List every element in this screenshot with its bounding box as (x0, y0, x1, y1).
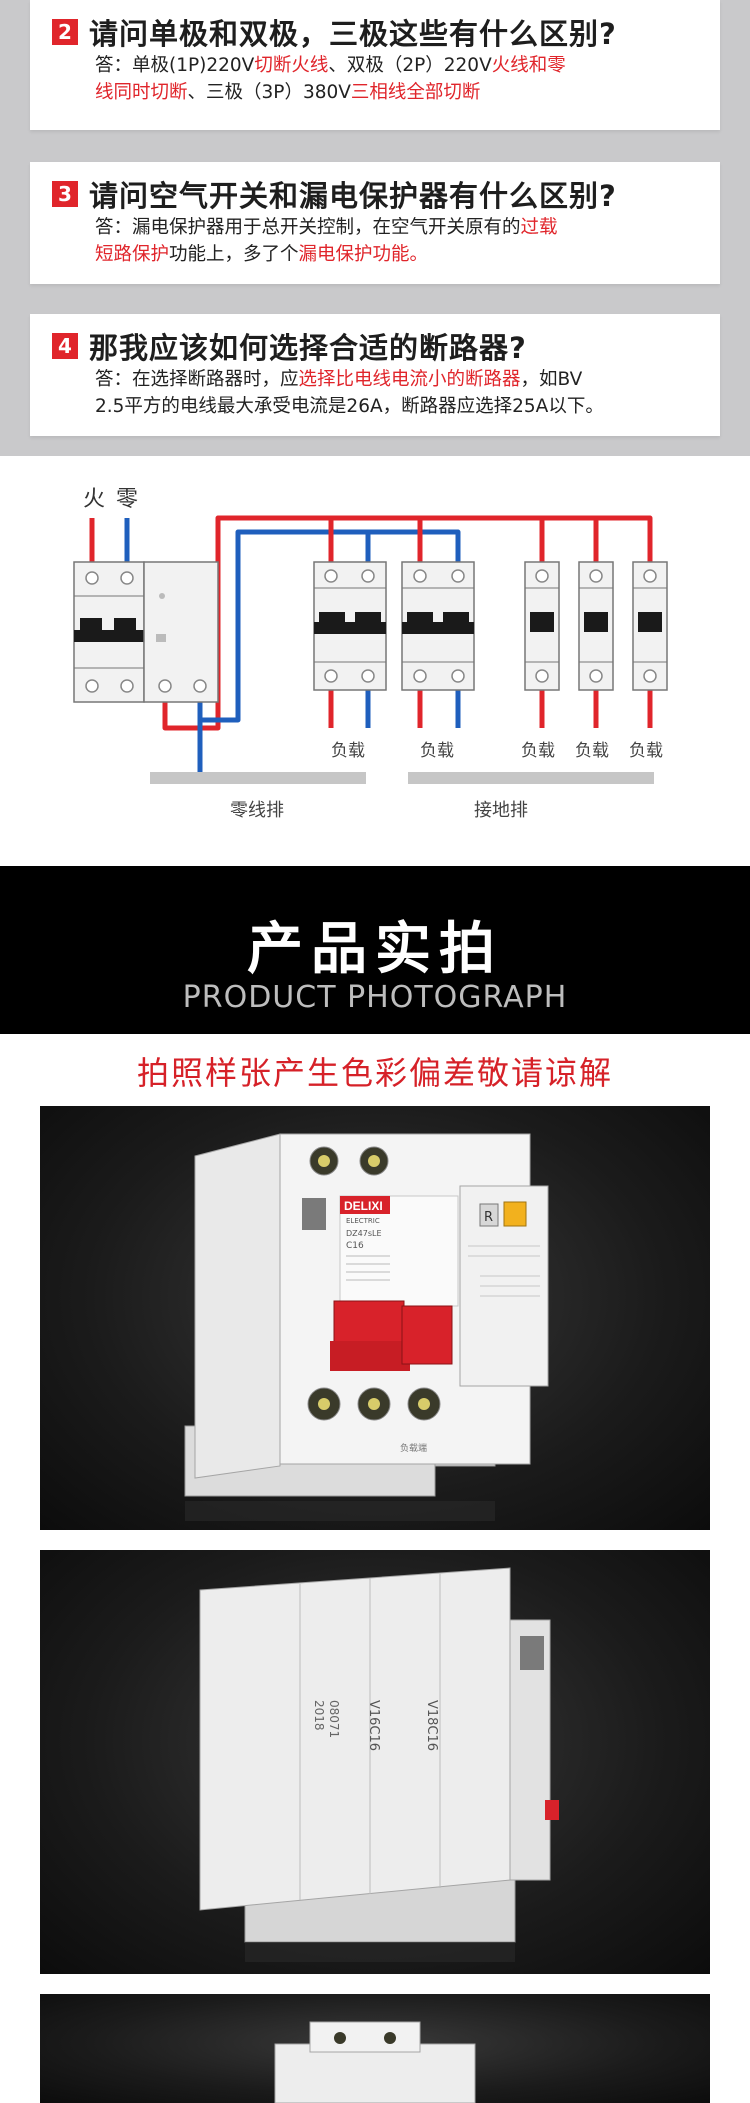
faq-answer-line: 答：在选择断路器时，应选择比电线电流小的断路器，如BV (95, 366, 720, 393)
faq-answer-line: 线同时切断、三极（3P）380V三相线全部切断 (95, 79, 720, 106)
side-marking-1: V16C16 (366, 1700, 381, 1751)
faq-answer: 答：漏电保护器用于总开关控制，在空气开关原有的过载 短路保护功能上，多了个漏电保… (95, 214, 720, 268)
color-notice: 拍照样张产生色彩偏差敬请谅解 (0, 1034, 750, 1106)
banner-subtitle: PRODUCT PHOTOGRAPH (182, 980, 568, 1015)
faq-answer: 答：在选择断路器时，应选择比电线电流小的断路器，如BV 2.5平方的电线最大承受… (95, 366, 720, 420)
faq-question: 请问空气开关和漏电保护器有什么区别? (89, 179, 617, 213)
breaker-1p-a (524, 561, 560, 691)
ground-bar (408, 772, 654, 784)
answer-highlight: 短路保护 (95, 244, 170, 265)
neutral-label: 零 (116, 487, 138, 512)
faq-question-row: 3 请问空气开关和漏电保护器有什么区别? (52, 173, 617, 215)
test-button-label: R (484, 1210, 493, 1225)
answer-highlight: 漏电保护功能。 (298, 244, 429, 265)
answer-highlight: 选择比电线电流小的断路器 (298, 369, 521, 390)
ground-bar-label: 接地排 (474, 800, 528, 821)
answer-text: ，如BV (520, 369, 583, 390)
faq-number-badge: 3 (52, 181, 78, 207)
breaker-front-illustration: DELIXI ELECTRIC DZ47sLE C16 R (184, 1133, 549, 1521)
answer-text: 答：在选择断路器时，应 (95, 369, 299, 390)
breaker-side-illustration: 2018 08071 V16C16 V18C16 (199, 1567, 559, 1962)
side-marking-2: V18C16 (424, 1700, 439, 1751)
answer-highlight: 过载 (520, 217, 558, 238)
wiring-diagram-svg: 火 零 (73, 487, 668, 821)
answer-text: 2.5平方的电线最大承受电流是26A，断路器应选择25A以下。 (95, 396, 604, 417)
faq-question: 那我应该如何选择合适的断路器? (89, 331, 527, 365)
faq-card-4: 4 那我应该如何选择合适的断路器? 答：在选择断路器时，应选择比电线电流小的断路… (30, 314, 720, 436)
faq-answer-line: 2.5平方的电线最大承受电流是26A，断路器应选择25A以下。 (95, 393, 720, 420)
live-label: 火 (83, 487, 105, 512)
side-code-1: 2018 (312, 1700, 326, 1731)
answer-highlight: 切断火线 (254, 55, 329, 76)
side-code-2: 08071 (327, 1700, 341, 1738)
product-photo-front: DELIXI ELECTRIC DZ47sLE C16 R (40, 1106, 710, 1530)
rating-label: C16 (346, 1241, 364, 1251)
load-label: 负载 (575, 741, 609, 761)
breaker-top-illustration (274, 2021, 476, 2103)
brand-logo: DELIXI (344, 1199, 383, 1213)
faq-answer: 答：单极(1P)220V切断火线、双极（2P）220V火线和零 线同时切断、三极… (95, 52, 720, 106)
faq-answer-line: 短路保护功能上，多了个漏电保护功能。 (95, 241, 720, 268)
load-side-label: 负载端 (400, 1442, 427, 1454)
neutral-bar (150, 772, 366, 784)
main-rcd-breaker (73, 561, 219, 703)
wiring-diagram: 火 零 (0, 456, 750, 866)
faq-card-2: 2 请问单极和双极，三极这些有什么区别? 答：单极(1P)220V切断火线、双极… (30, 0, 720, 130)
answer-text: 功能上，多了个 (169, 244, 299, 265)
model-label: DZ47sLE (346, 1229, 382, 1238)
faq-question-row: 4 那我应该如何选择合适的断路器? (52, 325, 527, 367)
photo-gallery: DELIXI ELECTRIC DZ47sLE C16 R (0, 1106, 750, 2103)
breaker-2p-a (313, 561, 387, 691)
faq-card-3: 3 请问空气开关和漏电保护器有什么区别? 答：漏电保护器用于总开关控制，在空气开… (30, 162, 720, 284)
answer-highlight: 三相线全部切断 (350, 82, 481, 103)
load-label: 负载 (420, 741, 454, 761)
breaker-1p-b (578, 561, 614, 691)
product-photo-banner: 产品实拍 PRODUCT PHOTOGRAPH (0, 866, 750, 1034)
answer-highlight: 火线和零 (491, 55, 566, 76)
answer-text: 答：单极(1P)220V (95, 55, 255, 76)
faq-number-badge: 4 (52, 333, 78, 359)
breaker-2p-b (401, 561, 475, 691)
faq-answer-line: 答：漏电保护器用于总开关控制，在空气开关原有的过载 (95, 214, 720, 241)
brand-sub: ELECTRIC (346, 1217, 380, 1225)
load-label: 负载 (331, 741, 365, 761)
faq-question: 请问单极和双极，三极这些有什么区别? (89, 17, 617, 51)
answer-text: 答：漏电保护器用于总开关控制，在空气开关原有的 (95, 217, 521, 238)
product-photo-top (40, 1994, 710, 2103)
product-photo-side: 2018 08071 V16C16 V18C16 (40, 1550, 710, 1974)
load-label: 负载 (629, 741, 663, 761)
faq-question-row: 2 请问单极和双极，三极这些有什么区别? (52, 11, 617, 53)
answer-text: 、双极（2P）220V (328, 55, 492, 76)
color-notice-text: 拍照样张产生色彩偏差敬请谅解 (136, 1054, 613, 1092)
answer-highlight: 线同时切断 (95, 82, 188, 103)
banner-title: 产品实拍 (247, 917, 503, 982)
breaker-1p-c (632, 561, 668, 691)
faq-answer-line: 答：单极(1P)220V切断火线、双极（2P）220V火线和零 (95, 52, 720, 79)
faq-section: 2 请问单极和双极，三极这些有什么区别? 答：单极(1P)220V切断火线、双极… (0, 0, 750, 456)
answer-text: 、三极（3P）380V (187, 82, 351, 103)
faq-number-badge: 2 (52, 19, 78, 45)
load-label: 负载 (521, 741, 555, 761)
neutral-bar-label: 零线排 (230, 800, 284, 821)
